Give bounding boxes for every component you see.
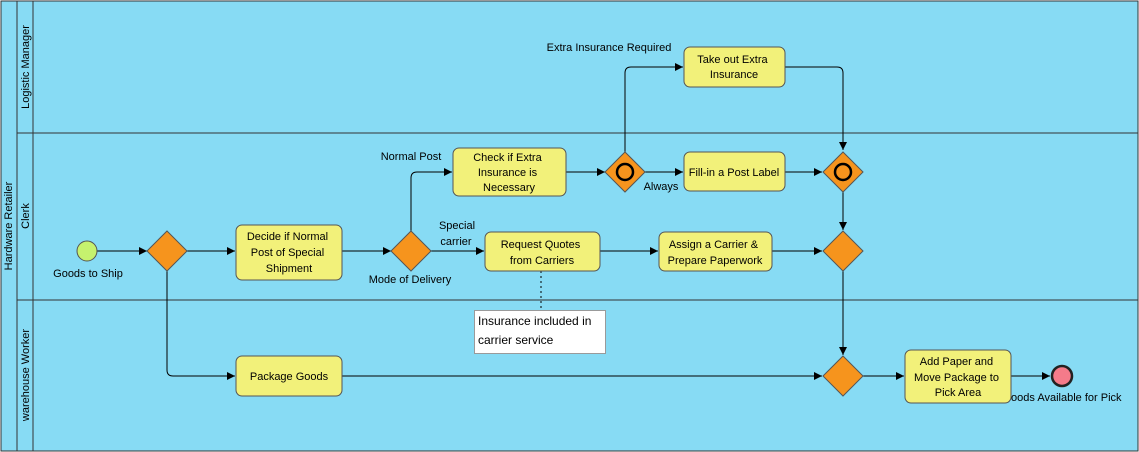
task-request-box	[484, 231, 601, 272]
task-addpaper-box	[904, 349, 1012, 404]
gateway-split[interactable]	[146, 230, 188, 272]
gateway-split-shape	[146, 230, 188, 272]
start-event-label: Goods to Ship	[53, 268, 123, 280]
start-event[interactable]	[76, 240, 98, 262]
end-event[interactable]	[1050, 364, 1074, 388]
task-decide-shipment[interactable]: Decide if Normal Post of Special Shipmen…	[235, 224, 343, 281]
gateway-join-shape	[822, 151, 864, 193]
flow-label-extra-insurance: Extra Insurance Required	[547, 42, 672, 54]
task-package-box	[235, 355, 343, 397]
task-insurance-text: Take out Extra Insurance	[697, 54, 770, 81]
task-check-box	[452, 147, 567, 197]
gateway-merge-shape	[822, 230, 864, 272]
task-check-insurance[interactable]: Check if Extra Insurance is Necessary	[452, 147, 567, 197]
gateway-mode-of-delivery[interactable]	[390, 230, 432, 272]
task-check-text: Check if Extra Insurance is Necessary	[473, 152, 545, 194]
text-annotation[interactable]: Insurance included in carrier service	[474, 310, 606, 354]
task-fill-post-label[interactable]: Fill-in a Post Label	[683, 151, 786, 192]
flow-label-carrier: carrier	[440, 236, 472, 248]
lane-label-warehouse-worker: warehouse Worker	[20, 329, 32, 422]
sequence-flows	[97, 63, 1050, 380]
inclusive-marker-icon	[615, 162, 635, 182]
task-decide-box	[235, 224, 343, 281]
gateway-inclusive-shape	[604, 151, 646, 193]
annotation-line-1: Insurance included in	[478, 314, 592, 328]
task-insurance-box	[683, 46, 786, 88]
gateway-inclusive-insurance[interactable]	[604, 151, 646, 193]
annotation-line-2: carrier service	[478, 333, 554, 347]
inclusive-join-marker-icon	[833, 162, 853, 182]
task-addpaper-text: Add Paper and Move Package to Pick Area	[914, 356, 1002, 399]
task-add-paper[interactable]: Add Paper and Move Package to Pick Area	[904, 349, 1012, 404]
task-request-quotes[interactable]: Request Quotes from Carriers	[484, 231, 601, 272]
task-fill-text: Fill-in a Post Label	[689, 167, 780, 179]
gateway-final-shape	[822, 355, 864, 397]
task-package-goods[interactable]: Package Goods	[235, 355, 343, 397]
lane-label-logistic-manager: Logistic Manager	[20, 25, 32, 109]
flow-label-special: Special	[439, 220, 475, 232]
task-package-text: Package Goods	[250, 371, 329, 383]
flow-label-normal-post: Normal Post	[381, 151, 442, 163]
gateway-merge-clerk[interactable]	[822, 230, 864, 272]
flow-or-to-insurance	[624, 63, 683, 152]
flow-label-always: Always	[644, 181, 679, 193]
gateway-mode-shape	[390, 230, 432, 272]
flow-split-to-package	[166, 271, 235, 380]
task-fill-box	[683, 151, 786, 192]
gateway-mode-label: Mode of Delivery	[369, 274, 452, 286]
flow-insurance-to-join	[785, 66, 847, 150]
task-take-out-insurance[interactable]: Take out Extra Insurance	[683, 46, 786, 88]
end-event-label: Goods Available for Pick	[1002, 392, 1122, 404]
gateway-inclusive-join[interactable]	[822, 151, 864, 193]
task-assign-text: Assign a Carrier & Prepare Paperwork	[668, 239, 763, 267]
task-assign-carrier[interactable]: Assign a Carrier & Prepare Paperwork	[658, 231, 773, 272]
task-assign-box	[658, 231, 773, 272]
gateway-final[interactable]	[822, 355, 864, 397]
task-decide-text: Decide if Normal Post of Special Shipmen…	[247, 231, 331, 275]
flow-mode-to-check	[410, 168, 452, 231]
lane-label-clerk: Clerk	[20, 203, 32, 229]
pool-label: Hardware Retailer	[3, 181, 15, 270]
task-request-text: Request Quotes from Carriers	[501, 239, 584, 267]
